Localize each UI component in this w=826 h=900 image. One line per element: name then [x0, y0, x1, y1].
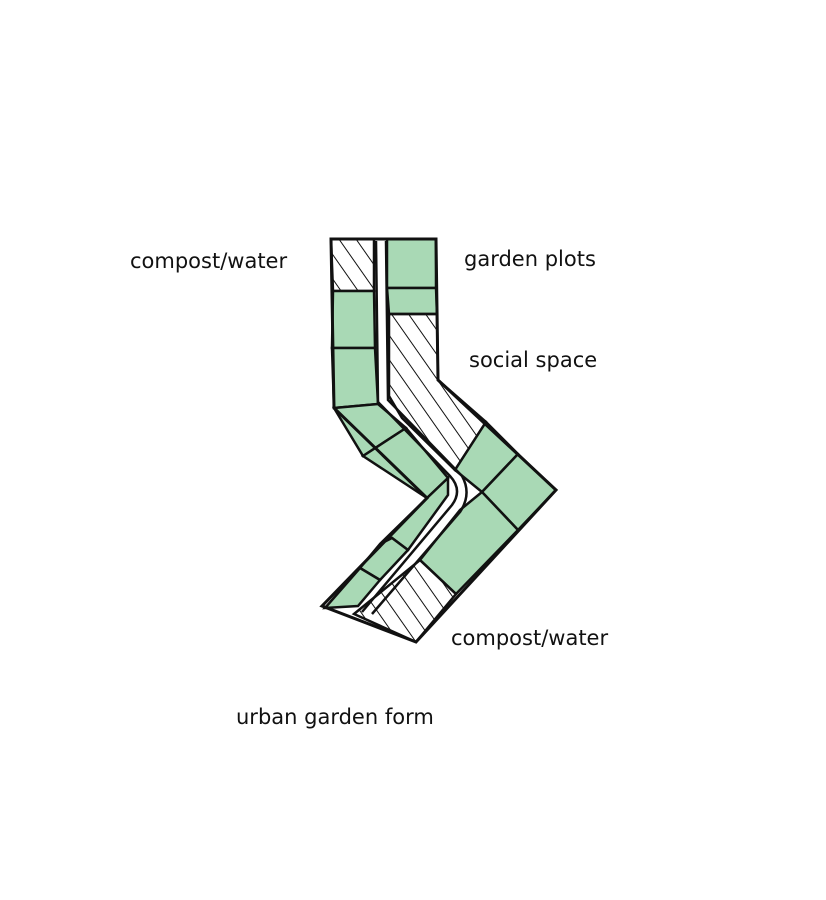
center-path-edge [371, 240, 468, 615]
label-social-space: social space [469, 348, 598, 372]
caption-urban-garden-form: urban garden form [236, 705, 434, 729]
center-path [361, 240, 459, 613]
outline [319, 237, 559, 644]
garden-plot-top-right [385, 237, 438, 290]
garden-plot [330, 346, 380, 410]
label-compost-water-bottom: compost/water [451, 626, 609, 650]
garden-plot [330, 289, 377, 350]
garden-plot [322, 566, 382, 610]
label-garden-plots: garden plots [464, 247, 596, 271]
label-compost-water-top: compost/water [130, 249, 288, 273]
compost-water-block-top [329, 237, 376, 293]
garden-plot [385, 286, 439, 316]
